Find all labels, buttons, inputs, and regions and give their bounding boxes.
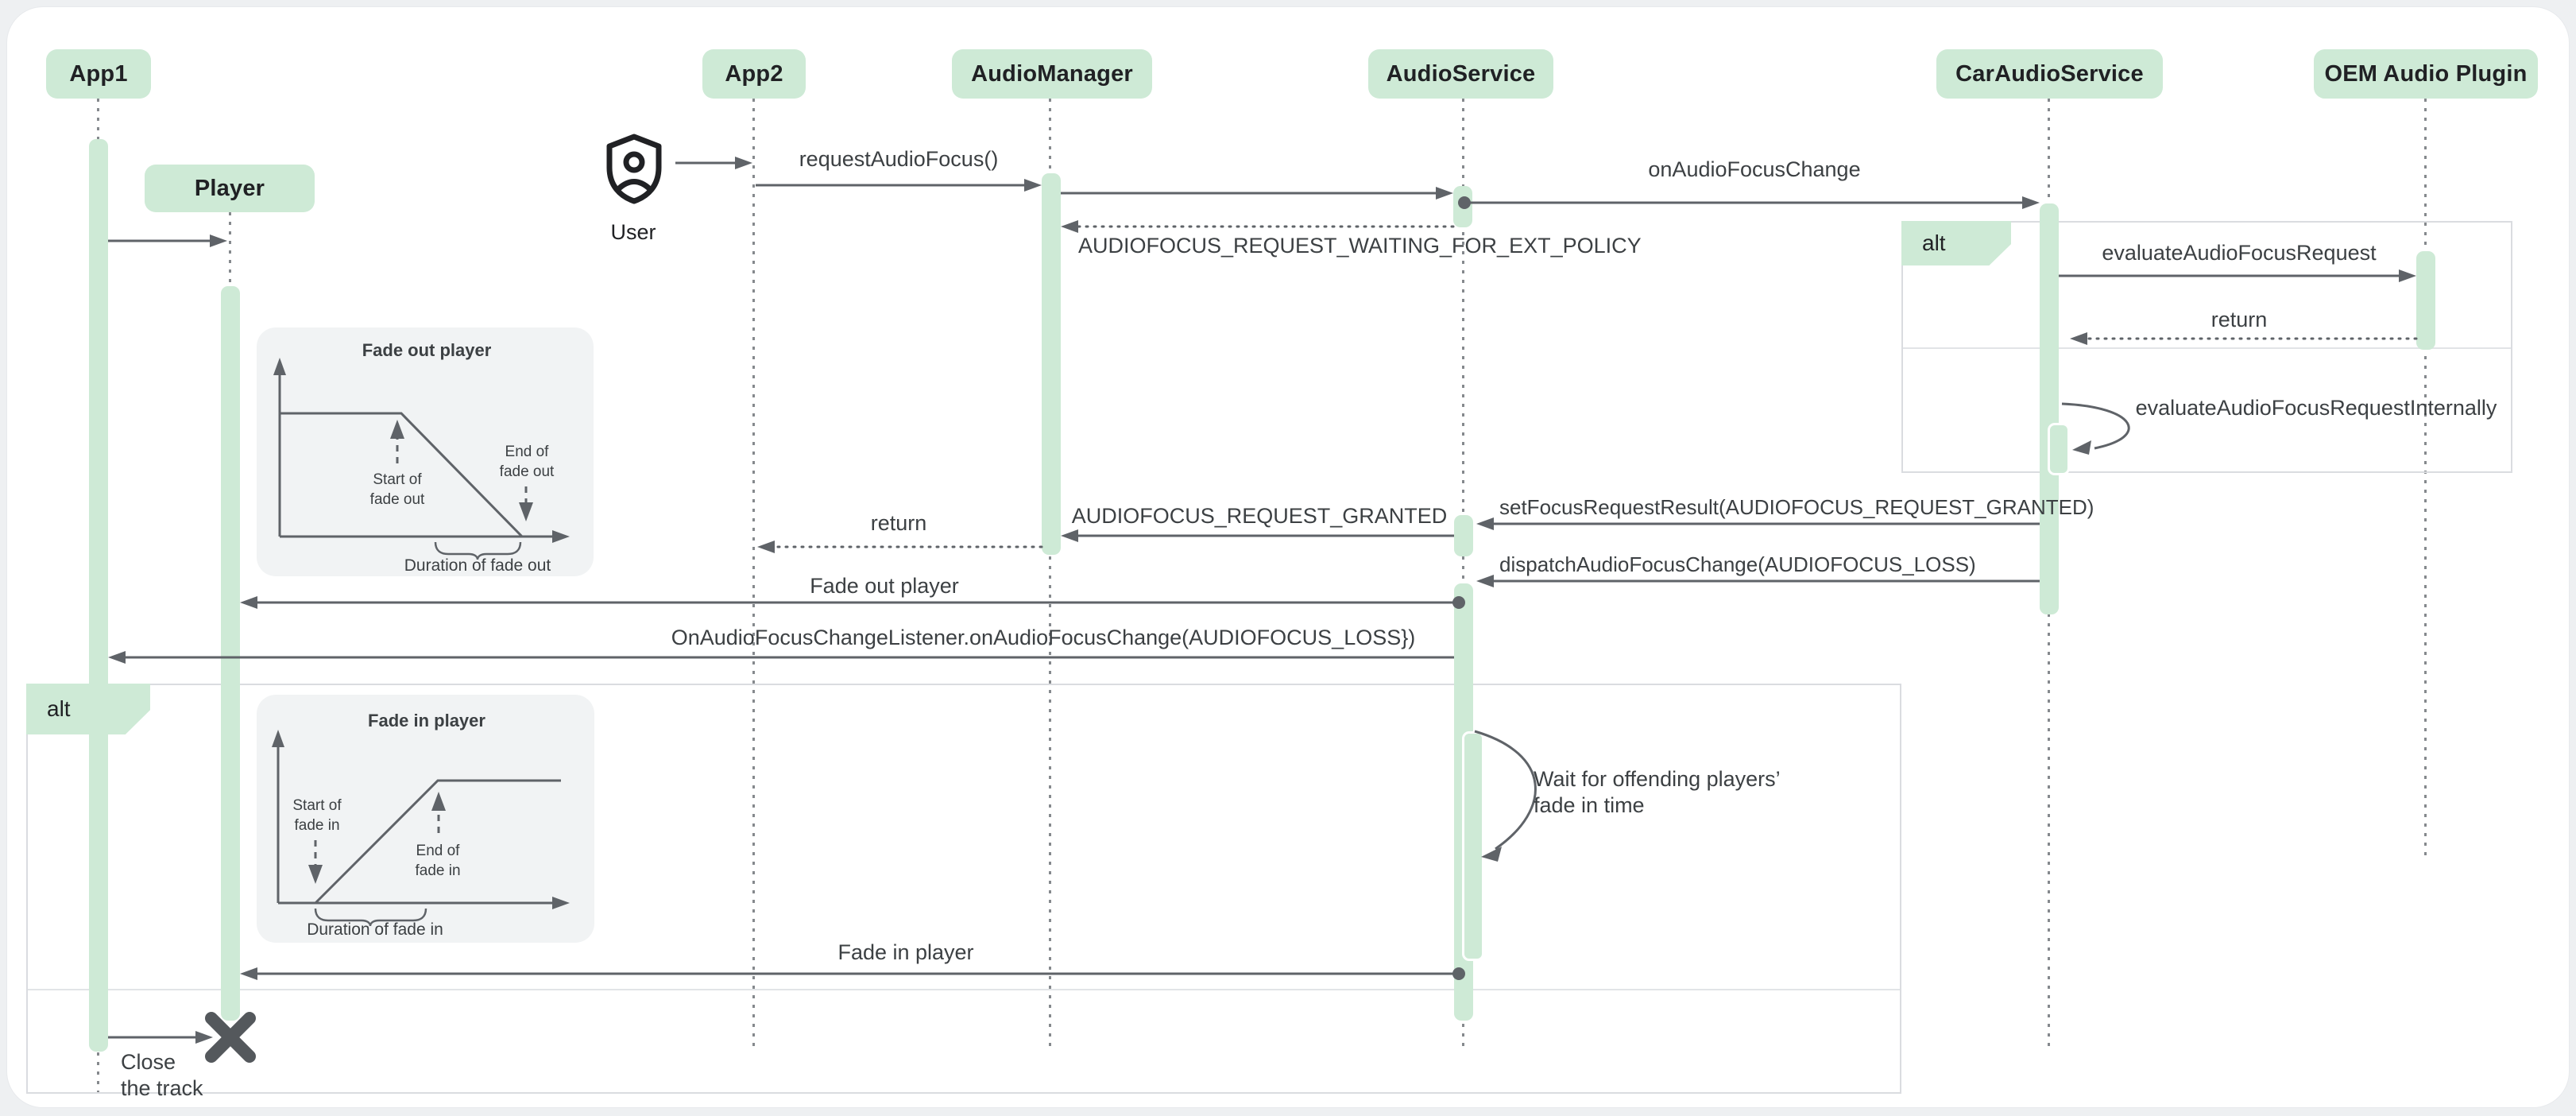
fade-out-graph: [273, 358, 570, 560]
participant-label: Player: [194, 175, 265, 201]
msg-request-audio-focus: requestAudioFocus(): [799, 147, 999, 171]
note-line: Wait for offending players’: [1534, 767, 1781, 791]
participant-app2: App2: [702, 49, 806, 99]
participant-app1: App1: [46, 49, 151, 99]
fade-out-inset: [257, 327, 594, 576]
alt-label-text: alt: [47, 696, 71, 721]
note-wait-for-fade: Wait for offending players’ fade in time: [1534, 766, 1781, 819]
label-line: Start of: [373, 471, 422, 488]
msg-return-app2: return: [870, 511, 927, 535]
alt-frame-policy: [1901, 221, 2512, 473]
participant-label: OEM Audio Plugin: [2324, 60, 2528, 87]
participant-label: AudioService: [1386, 60, 1536, 87]
participant-audioservice: AudioService: [1368, 49, 1553, 99]
participant-label: CarAudioService: [1955, 60, 2144, 87]
activation-app1: [89, 139, 108, 1052]
fade-in-start-label: Start of fade in: [292, 796, 341, 835]
label-line: fade in: [415, 862, 461, 879]
activation-oemaudioplugin: [2416, 251, 2435, 350]
fade-in-title: Fade in player: [368, 711, 485, 730]
fade-out-duration-label: Duration of fade out: [404, 556, 551, 575]
self-call-curves: [1474, 402, 2130, 851]
destroy-x-icon: [205, 1012, 256, 1063]
lifeline-app2: [752, 99, 755, 1052]
fade-in-graph: [272, 730, 570, 927]
participant-caraudioservice: CarAudioService: [1936, 49, 2163, 99]
activation-player: [221, 286, 240, 1021]
msg-line: Close: [121, 1050, 176, 1074]
label-line: Start of: [292, 797, 342, 814]
participant-oemaudioplugin: OEM Audio Plugin: [2314, 49, 2538, 99]
label-line: fade out: [369, 491, 425, 508]
fade-in-inset: [257, 695, 594, 943]
arrowheads: [108, 157, 2416, 1044]
msg-on-audio-focus-change: onAudioFocusChange: [1648, 157, 1861, 181]
alt-label-text: alt: [1922, 231, 1946, 255]
solid-arrows: [108, 161, 2399, 1039]
lifeline-oemaudioplugin: [2424, 99, 2427, 857]
msg-waiting-ext-policy: AUDIOFOCUS_REQUEST_WAITING_FOR_EXT_POLIC…: [1078, 234, 1642, 258]
msg-return-oem: return: [2210, 308, 2268, 331]
label-line: fade in: [294, 817, 340, 834]
activation-caraudioservice: [2040, 203, 2059, 614]
msg-close-the-track: Close the track: [121, 1049, 203, 1102]
msg-fade-out-player: Fade out player: [810, 574, 959, 598]
alt-frame-fade: [26, 684, 1901, 1094]
label-line: End of: [505, 444, 549, 460]
alt-frame-fade-label: alt: [26, 684, 150, 734]
label-line: End of: [416, 843, 460, 859]
activation-audioservice-nested: [1462, 731, 1484, 961]
msg-evaluate-internally: evaluateAudioFocusRequestInternally: [2135, 396, 2497, 420]
fade-in-duration-label: Duration of fade in: [307, 920, 443, 939]
fade-out-title: Fade out player: [362, 340, 492, 360]
label-line: fade out: [499, 463, 555, 480]
alt-frame-policy-label: alt: [1901, 221, 2011, 265]
participant-label: App2: [725, 60, 783, 87]
activation-audiomanager: [1042, 173, 1061, 555]
shield-person-icon: [606, 134, 662, 204]
fade-in-end-label: End of fade in: [415, 841, 460, 881]
actor-user-label: User: [610, 220, 656, 244]
msg-dispatch-focus-change: dispatchAudioFocusChange(AUDIOFOCUS_LOSS…: [1499, 552, 1976, 576]
self-call-arrowheads: [1481, 440, 2091, 862]
fade-out-start-label: Start of fade out: [370, 470, 425, 510]
activation-caraudioservice-nested: [2048, 423, 2070, 475]
participant-label: AudioManager: [971, 60, 1133, 87]
lifeline-audioservice: [1462, 99, 1464, 1051]
alt-frame-fade-divider: [28, 989, 1900, 990]
msg-request-granted: AUDIOFOCUS_REQUEST_GRANTED: [1071, 504, 1448, 528]
lifeline-audiomanager: [1049, 99, 1051, 1052]
fade-out-end-label: End of fade out: [500, 442, 555, 482]
msg-fade-in-player: Fade in player: [837, 940, 974, 964]
participant-label: App1: [69, 60, 128, 87]
note-line: fade in time: [1534, 793, 1645, 817]
activation-audioservice-2: [1454, 515, 1473, 556]
msg-line: the track: [121, 1076, 203, 1100]
msg-on-focus-change-listener: OnAudioFocusChangeListener.onAudioFocusC…: [671, 626, 1416, 649]
msg-evaluate-audio-focus-request: evaluateAudioFocusRequest: [2102, 241, 2377, 265]
participant-audiomanager: AudioManager: [952, 49, 1152, 99]
participant-player: Player: [145, 165, 315, 212]
msg-set-focus-request-result: setFocusRequestResult(AUDIOFOCUS_REQUEST…: [1499, 495, 2094, 519]
dotted-return-arrows: [773, 225, 2418, 548]
alt-frame-policy-divider: [1903, 347, 2511, 349]
